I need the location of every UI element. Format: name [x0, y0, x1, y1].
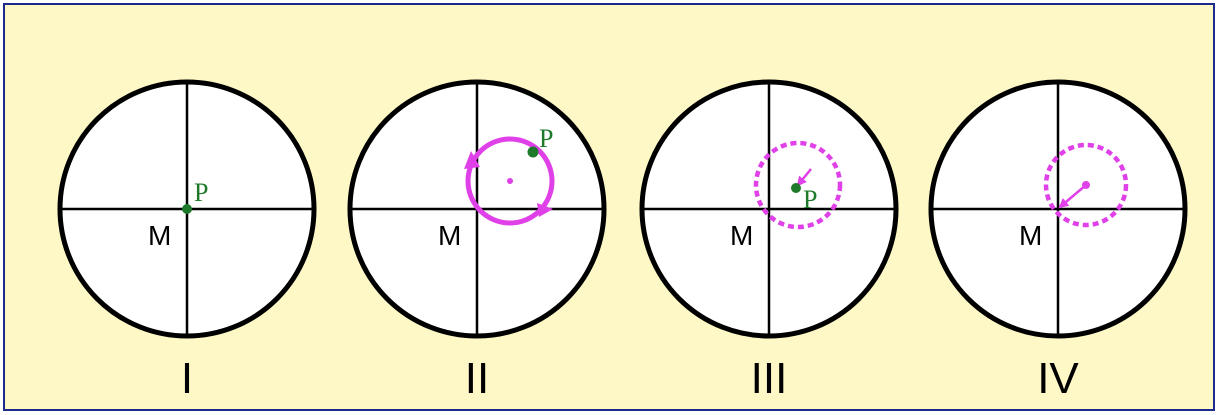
point-p: [791, 183, 801, 193]
rotation-circle: [465, 136, 555, 226]
p-label: P: [194, 178, 208, 207]
panel-iv: M IV: [928, 79, 1188, 403]
panel-iii: P M III: [639, 79, 899, 403]
panel-numeral: IV: [1037, 354, 1079, 403]
m-label: M: [438, 220, 461, 251]
rotation-arrow-right: [537, 203, 553, 217]
panel-numeral: I: [181, 354, 193, 403]
panel-numeral: II: [465, 354, 489, 403]
p-label: P: [539, 124, 553, 153]
point-p: [527, 146, 539, 158]
point-p: [182, 204, 192, 214]
diagram-canvas: P M I P M II P M III: [5, 5, 1213, 409]
rotation-center-dot: [507, 178, 513, 184]
panel-i: P M I: [57, 79, 317, 403]
m-label: M: [730, 220, 753, 251]
panel-numeral: III: [751, 354, 788, 403]
rotation-circle-dashed: [753, 140, 843, 230]
p-label: P: [803, 185, 817, 214]
rotation-circle-dashed: [1043, 142, 1129, 228]
m-label: M: [1019, 220, 1042, 251]
diagram-frame: P M I P M II P M III: [3, 3, 1215, 411]
m-label: M: [148, 220, 171, 251]
displacement-arrow: [1058, 184, 1087, 209]
displacement-arrow: [796, 168, 812, 187]
panel-ii: P M II: [347, 79, 607, 403]
rotation-arrow-left: [464, 151, 480, 169]
